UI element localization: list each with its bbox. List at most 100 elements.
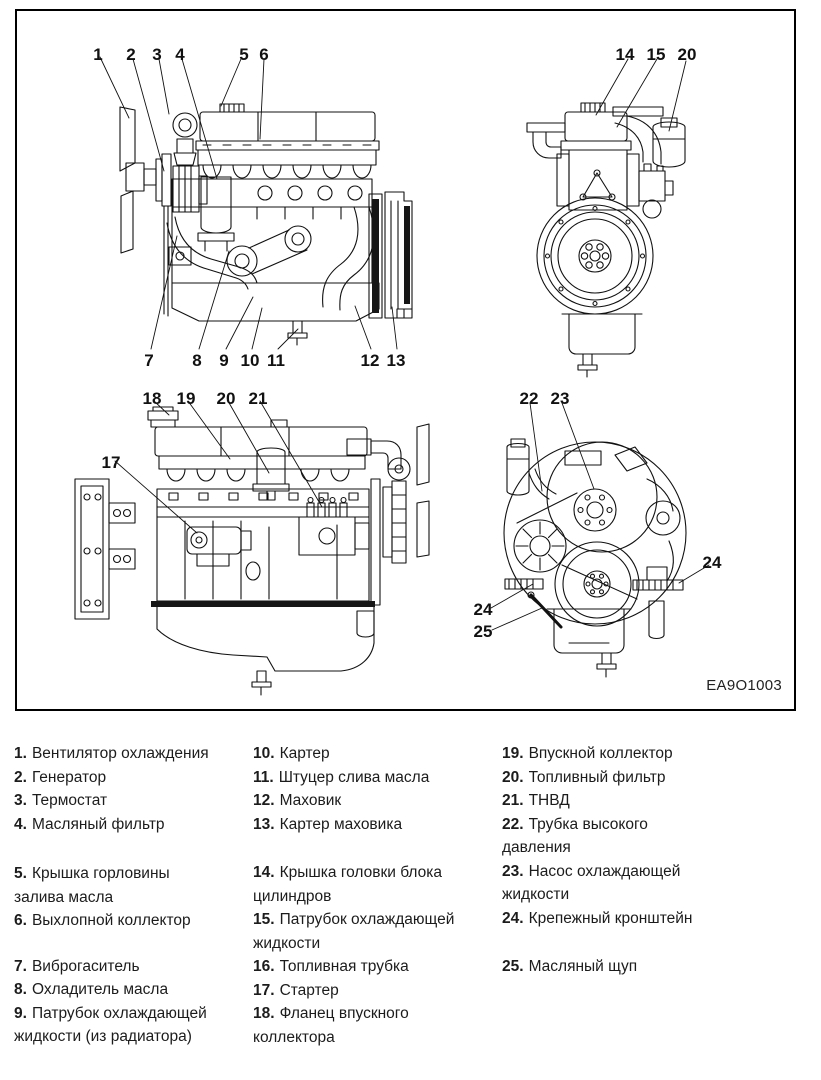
- legend-item-text: Насос охлаждающей жидкости: [502, 862, 681, 904]
- legend-item-number: 11.: [253, 768, 274, 786]
- legend-item-6: 6.Выхлопной коллектор: [14, 909, 246, 933]
- legend-item-text: Трубка высокого давления: [502, 815, 648, 857]
- callout-24-left: 24: [473, 600, 493, 619]
- legend-item-3: 3.Термостат: [14, 789, 246, 813]
- legend-item-4: 4.Масляный фильтр: [14, 813, 246, 837]
- callout-12: 12: [360, 351, 380, 370]
- legend-item-text: Картер маховика: [279, 815, 403, 833]
- callout-8: 8: [192, 351, 202, 370]
- engine-diagram-art: [74, 56, 710, 696]
- callout-20-side: 20: [216, 389, 236, 408]
- legend-item-text: Патрубок охлаждающей жидкости (из радиат…: [14, 1004, 207, 1046]
- legend-item-21: 21.ТНВД: [502, 789, 764, 813]
- legend-item-14: 14.Крышка головки блока цилиндров: [253, 861, 495, 908]
- legend-item-24: 24.Крепежный кронштейн: [502, 907, 764, 931]
- legend-item-number: 22.: [502, 815, 524, 833]
- legend-item-text: Виброгаситель: [31, 957, 140, 975]
- callout-14: 14: [615, 45, 635, 64]
- legend-item-10: 10.Картер: [253, 742, 495, 766]
- legend-item-13: 13.Картер маховика: [253, 813, 495, 837]
- legend-item-text: Масляный щуп: [528, 958, 638, 975]
- legend-item-text: Маховик: [279, 792, 342, 809]
- legend-item-number: 8.: [14, 981, 27, 998]
- engine-view-side-left: [119, 103, 413, 346]
- callout-22: 22: [519, 389, 539, 408]
- legend-item-text: Выхлопной коллектор: [31, 912, 191, 929]
- callout-10: 10: [240, 351, 260, 370]
- legend-item-number: 25.: [502, 958, 524, 975]
- callout-5: 5: [239, 45, 249, 64]
- legend-item-number: 6.: [14, 912, 27, 929]
- legend-item-number: 18.: [253, 1005, 275, 1022]
- legend-item-text: Топливная трубка: [279, 958, 409, 975]
- legend-item-8: 8.Охладитель масла: [14, 978, 246, 1002]
- legend-item-text: Патрубок охлаждающей жидкости: [253, 911, 455, 952]
- legend-item-number: 24.: [502, 909, 524, 927]
- engine-view-rear: [503, 438, 687, 678]
- callout-3: 3: [152, 45, 162, 64]
- legend-item-text: Впускной коллектор: [528, 745, 673, 762]
- callout-13: 13: [386, 351, 406, 370]
- callout-20-front: 20: [677, 45, 697, 64]
- callout-9: 9: [219, 351, 229, 370]
- callout-23: 23: [550, 389, 570, 408]
- legend-item-text: Крепежный кронштейн: [528, 909, 693, 927]
- legend-item-number: 13.: [253, 815, 275, 833]
- legend-item-11: 11.Штуцер слива масла: [253, 766, 495, 790]
- legend-item-number: 16.: [253, 958, 275, 975]
- legend-item-text: Термостат: [31, 792, 108, 809]
- legend-item-text: Масляный фильтр: [31, 815, 165, 833]
- figure-code: EA9O1003: [706, 677, 782, 694]
- legend-item-17: 17.Стартер: [253, 979, 495, 1003]
- legend-item-1: 1.Вентилятор охлаждения: [14, 742, 246, 766]
- callout-1: 1: [93, 45, 103, 64]
- legend-item-22: 22.Трубка высокого давления: [502, 813, 764, 860]
- callout-25: 25: [473, 622, 493, 641]
- legend-item-7: 7.Виброгаситель: [14, 955, 246, 979]
- legend-item-16: 16.Топливная трубка: [253, 955, 495, 979]
- legend-item-text: ТНВД: [528, 792, 570, 809]
- legend-column-3: 19.Впускной коллектор 20.Топливный фильт…: [502, 742, 764, 979]
- callout-15: 15: [646, 45, 666, 64]
- legend-item-text: Вентилятор охлаждения: [31, 745, 209, 762]
- callout-17: 17: [101, 453, 121, 472]
- callout-24-right: 24: [702, 553, 722, 572]
- callout-leader-lines: [99, 56, 710, 631]
- callout-11: 11: [267, 351, 285, 370]
- legend-item-number: 9.: [14, 1004, 27, 1022]
- legend-item-text: Генератор: [31, 768, 107, 786]
- legend-column-1: 1.Вентилятор охлаждения 2.Генератор 3.Те…: [14, 742, 246, 1049]
- callout-7: 7: [144, 351, 154, 370]
- legend-item-9: 9.Патрубок охлаждающей жидкости (из ради…: [14, 1002, 246, 1049]
- legend-item-number: 1.: [14, 745, 27, 762]
- legend-item-2: 2.Генератор: [14, 766, 246, 790]
- legend-item-25: 25.Масляный щуп: [502, 955, 764, 979]
- callout-6: 6: [259, 45, 269, 64]
- legend-item-15: 15.Патрубок охлаждающей жидкости: [253, 908, 495, 955]
- legend-item-number: 12.: [253, 792, 275, 809]
- legend-item-19: 19.Впускной коллектор: [502, 742, 764, 766]
- callout-4: 4: [175, 45, 185, 64]
- legend-item-number: 23.: [502, 862, 524, 880]
- legend-item-text: Крышка головки блока цилиндров: [253, 864, 443, 905]
- legend-item-23: 23.Насос охлаждающей жидкости: [502, 860, 764, 907]
- legend-item-text: Картер: [279, 745, 330, 762]
- legend-item-number: 2.: [14, 768, 27, 786]
- legend-item-text: Фланец впускного коллектора: [253, 1005, 409, 1046]
- legend-item-number: 4.: [14, 815, 27, 833]
- legend-item-number: 20.: [502, 768, 524, 786]
- legend-item-text: Крышка горловины залива масла: [14, 865, 170, 906]
- engine-view-front: [526, 102, 686, 378]
- legend-item-number: 7.: [14, 957, 27, 975]
- legend-item-number: 21.: [502, 792, 524, 809]
- engine-view-side-right: [74, 406, 430, 696]
- legend-item-number: 3.: [14, 792, 27, 809]
- callout-2: 2: [126, 45, 136, 64]
- legend-item-number: 5.: [14, 865, 27, 882]
- callout-19: 19: [176, 389, 196, 408]
- legend-column-2: 10.Картер 11.Штуцер слива масла 12.Махов…: [253, 742, 495, 1049]
- legend-item-text: Охладитель масла: [31, 981, 169, 998]
- legend-item-text: Стартер: [279, 981, 339, 999]
- legend-item-5: 5.Крышка горловины залива масла: [14, 862, 246, 909]
